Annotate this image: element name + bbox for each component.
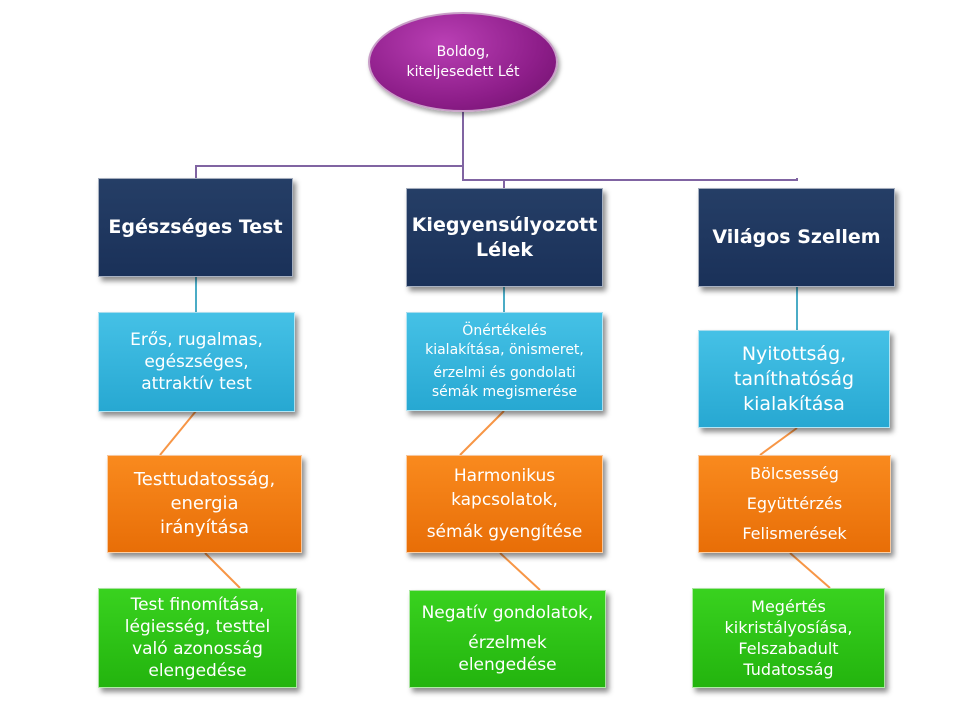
node-line: Felszabadult: [738, 639, 839, 658]
connector-root-bus-left: [195, 165, 463, 178]
node-line: attraktív test: [141, 374, 252, 394]
header-vilagos-szellem: Világos Szellem: [698, 188, 895, 287]
node-line: Nyitottság,: [741, 342, 847, 365]
node-line: kialakítása, önismeret,: [425, 341, 584, 358]
node-line: való azonosság: [132, 639, 263, 659]
node-line: irányítása: [160, 517, 249, 538]
node-line: egészséges,: [144, 352, 249, 372]
connector-col3-level1-level2: [759, 427, 798, 456]
node-line: Felismerések: [742, 524, 847, 543]
node-line: Negatív gondolatok,: [421, 603, 594, 623]
header-text: Lélek: [475, 238, 534, 261]
header-text: Egészséges Test: [108, 216, 283, 238]
node-col3-level2: Bölcsesség Együttérzés Felismerések: [698, 455, 891, 553]
connector-col2-level2-level3: [499, 552, 541, 591]
node-line: energia: [170, 493, 239, 514]
node-col2-level3: Negatív gondolatok, érzelmek elengedése: [409, 590, 606, 688]
node-line: kapcsolatok,: [451, 490, 558, 510]
connector-col1-level2-level3: [204, 552, 241, 589]
root-line-1: Boldog,: [436, 44, 490, 60]
node-col3-level1: Nyitottság, taníthatóság kialakítása: [698, 330, 890, 428]
node-line: érzelmi és gondolati: [433, 364, 576, 381]
node-col2-level1: Önértékelés kialakítása, önismeret, érze…: [406, 312, 603, 411]
node-col3-level3: Megértés kikristályosíása, Felszabadult …: [692, 588, 885, 688]
node-line: érzelmek: [468, 633, 547, 653]
node-line: sémák megismerése: [431, 383, 578, 400]
connector-root-bus-right: [462, 166, 798, 181]
node-line: Test finomítása,: [130, 595, 265, 615]
node-line: kialakítása: [743, 392, 845, 415]
node-col1-level1: Erős, rugalmas, egészséges, attraktív te…: [98, 312, 295, 412]
root-line-2: kiteljesedett Lét: [406, 64, 520, 80]
node-line: sémák gyengítése: [426, 522, 583, 542]
header-text: Kiegyensúlyozott: [411, 213, 598, 236]
root-node: Boldog, kiteljesedett Lét: [368, 12, 558, 112]
node-line: elengedése: [458, 655, 557, 675]
connector-col3-level2-level3: [789, 552, 831, 589]
node-line: légiesség, testtel: [124, 617, 271, 637]
node-line: Bölcsesség: [750, 464, 839, 483]
connector-col2-level1-level2: [459, 410, 505, 456]
node-line: kikristályosíása,: [724, 618, 853, 637]
node-line: Megértés: [751, 597, 826, 616]
node-line: Erős, rugalmas,: [130, 330, 263, 350]
header-kiegyensulyozott-lelek: Kiegyensúlyozott Lélek: [406, 188, 603, 287]
header-egeszseges-test: Egészséges Test: [98, 178, 293, 277]
connector-col1-level1-level2: [159, 410, 197, 456]
node-col2-level2: Harmonikus kapcsolatok, sémák gyengítése: [406, 455, 603, 553]
node-line: taníthatóság: [733, 367, 855, 390]
node-col1-level3: Test finomítása, légiesség, testtel való…: [98, 588, 297, 688]
node-line: elengedése: [148, 661, 247, 681]
node-line: Önértékelés: [462, 322, 547, 339]
node-line: Harmonikus: [453, 466, 556, 486]
node-col1-level2: Testtudatosság, energia irányítása: [107, 455, 302, 553]
node-line: Együttérzés: [746, 494, 843, 513]
header-text: Világos Szellem: [712, 226, 881, 248]
node-line: Tudatosság: [743, 660, 834, 679]
node-line: Testtudatosság,: [133, 469, 276, 490]
